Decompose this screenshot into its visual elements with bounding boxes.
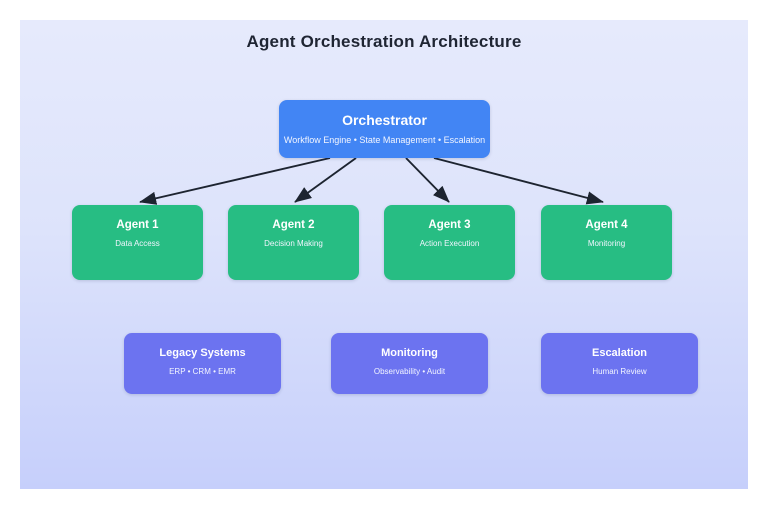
node-agent-1-subtitle: Data Access bbox=[115, 239, 160, 249]
node-monitoring[interactable]: Monitoring Observability • Audit bbox=[331, 333, 488, 394]
node-agent-2[interactable]: Agent 2 Decision Making bbox=[228, 205, 359, 280]
arrow-orchestrator-to-agent-4 bbox=[433, 157, 604, 205]
node-agent-2-subtitle: Decision Making bbox=[264, 239, 323, 249]
diagram-canvas: Agent Orchestration Architecture Orchest… bbox=[20, 20, 748, 489]
node-monitoring-title: Monitoring bbox=[381, 347, 438, 359]
arrow-orchestrator-to-agent-1 bbox=[139, 157, 331, 205]
node-legacy-systems-subtitle: ERP • CRM • EMR bbox=[169, 366, 236, 376]
node-agent-4[interactable]: Agent 4 Monitoring bbox=[541, 205, 672, 280]
node-monitoring-subtitle: Observability • Audit bbox=[373, 366, 446, 376]
node-agent-4-subtitle: Monitoring bbox=[587, 239, 626, 249]
page-title: Agent Orchestration Architecture bbox=[246, 32, 522, 51]
node-escalation-subtitle: Human Review bbox=[592, 366, 647, 376]
node-agent-3-title: Agent 3 bbox=[428, 219, 471, 231]
node-agent-2-title: Agent 2 bbox=[272, 219, 315, 231]
node-escalation[interactable]: Escalation Human Review bbox=[541, 333, 698, 394]
node-orchestrator[interactable]: Orchestrator Workflow Engine • State Man… bbox=[279, 100, 490, 158]
node-agent-3[interactable]: Agent 3 Action Execution bbox=[384, 205, 515, 280]
node-orchestrator-subtitle: Workflow Engine • State Management • Esc… bbox=[283, 135, 486, 146]
arrow-orchestrator-to-agent-2 bbox=[294, 157, 357, 203]
node-agent-3-subtitle: Action Execution bbox=[419, 239, 480, 249]
node-escalation-title: Escalation bbox=[591, 347, 648, 359]
node-agent-1[interactable]: Agent 1 Data Access bbox=[72, 205, 203, 280]
arrow-orchestrator-to-agent-3 bbox=[405, 157, 450, 203]
node-agent-1-title: Agent 1 bbox=[116, 219, 159, 231]
node-orchestrator-title: Orchestrator bbox=[342, 112, 427, 128]
node-agent-4-title: Agent 4 bbox=[585, 219, 628, 231]
node-legacy-systems[interactable]: Legacy Systems ERP • CRM • EMR bbox=[124, 333, 281, 394]
node-legacy-systems-title: Legacy Systems bbox=[159, 347, 246, 359]
